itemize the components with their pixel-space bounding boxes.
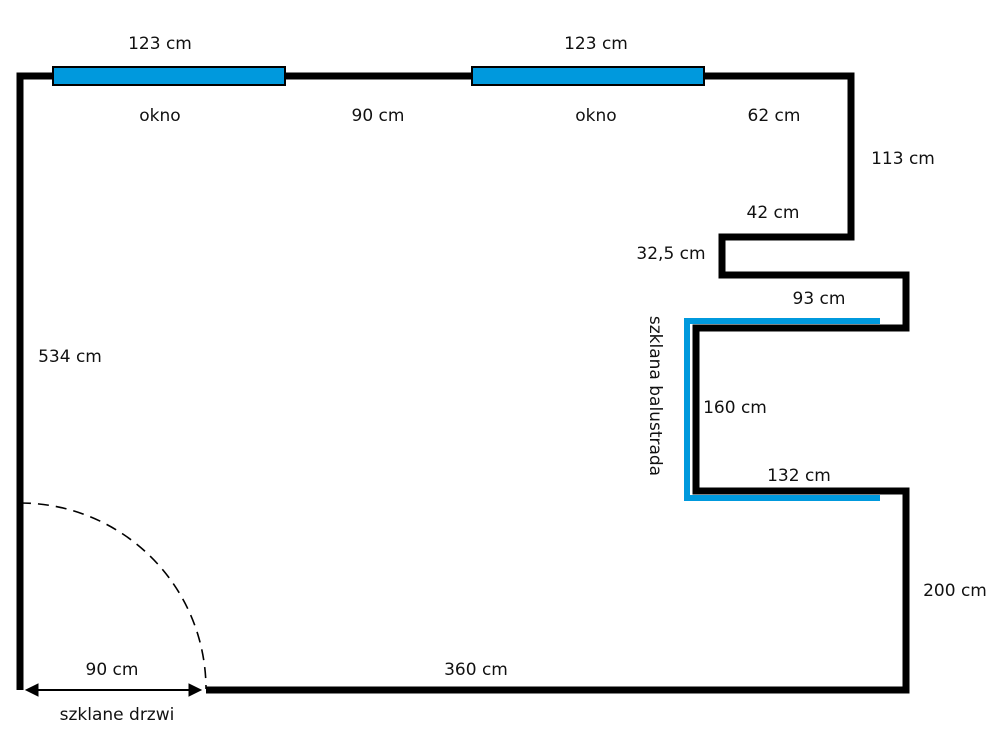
outer-wall xyxy=(16,72,910,694)
window-left-label: okno xyxy=(139,106,180,126)
walls xyxy=(16,72,910,694)
door-label: szklane drzwi xyxy=(60,705,175,725)
dim-niche-bottom: 132 cm xyxy=(767,466,831,486)
glass-balustrade xyxy=(684,318,880,501)
dim-left-wall: 534 cm xyxy=(38,347,102,367)
balustrade-label: szklana balustrada xyxy=(645,316,665,476)
door-width-arrow xyxy=(24,683,203,697)
dim-top-right-segment: 62 cm xyxy=(748,106,801,126)
window-right-label: okno xyxy=(575,106,616,126)
window-right xyxy=(471,66,705,86)
window-left-width: 123 cm xyxy=(128,34,192,54)
dim-right-wall-upper: 113 cm xyxy=(871,149,935,169)
door-swing-arc xyxy=(19,502,207,690)
dim-second-step-horizontal: 93 cm xyxy=(793,289,846,309)
dim-bottom-wall: 360 cm xyxy=(444,660,508,680)
dim-first-step-horizontal: 42 cm xyxy=(747,203,800,223)
dim-right-wall-lower: 200 cm xyxy=(923,581,987,601)
arrow-right-icon xyxy=(188,683,203,697)
door-width-label: 90 cm xyxy=(86,660,139,680)
arrow-left-icon xyxy=(24,683,39,697)
dim-niche-depth: 160 cm xyxy=(703,398,767,418)
window-right-width: 123 cm xyxy=(564,34,628,54)
dim-between-windows: 90 cm xyxy=(352,106,405,126)
window-left xyxy=(52,66,286,86)
balustrade-line xyxy=(684,318,880,501)
dim-first-step-vertical: 32,5 cm xyxy=(636,244,705,264)
